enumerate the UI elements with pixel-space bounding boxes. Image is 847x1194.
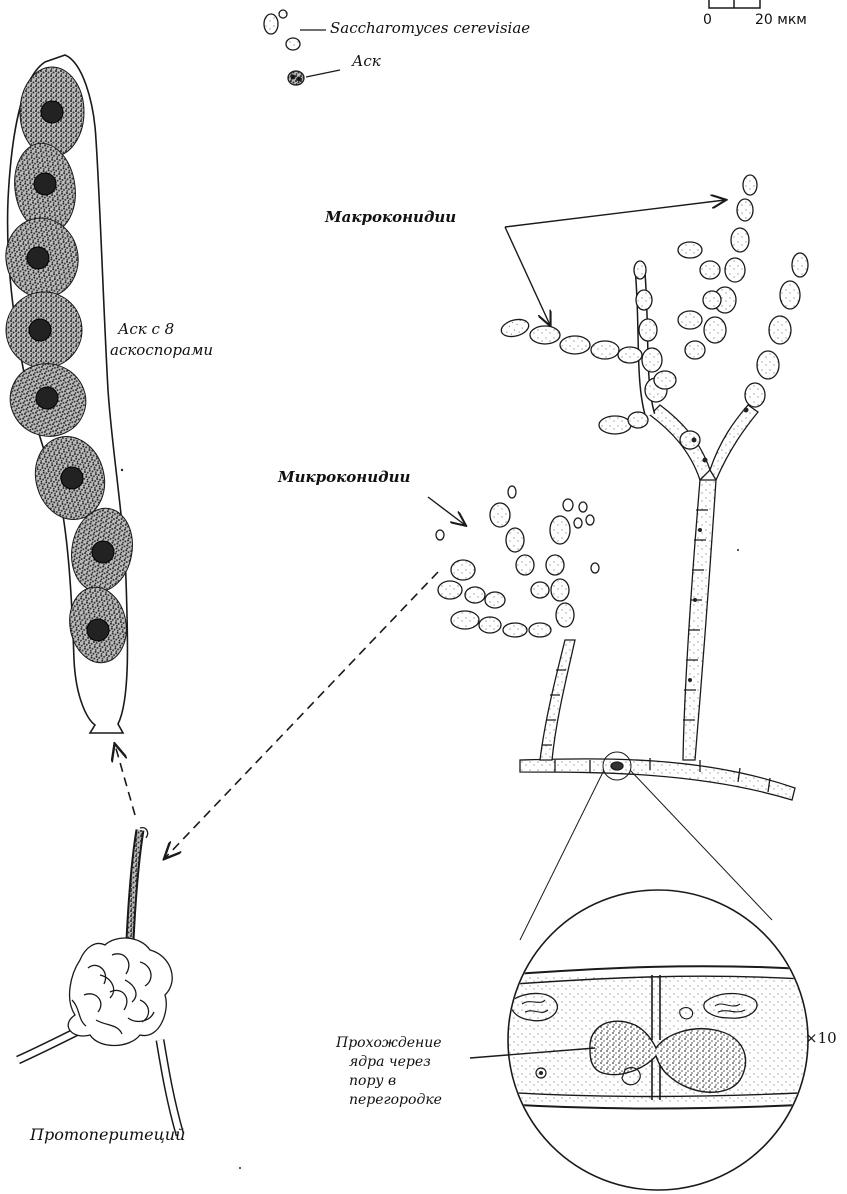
label-microconidia: Микроконидии bbox=[278, 468, 411, 486]
label-ask-8-line2: аскоспорами bbox=[110, 341, 214, 359]
scale-value: 20 мкм bbox=[755, 12, 807, 28]
label-macroconidia: Макроконидии bbox=[325, 208, 457, 226]
protoperithecium bbox=[16, 826, 185, 1137]
macroconidiophore bbox=[500, 174, 809, 761]
yeast-cells bbox=[263, 9, 341, 86]
scale-zero: 0 bbox=[703, 12, 712, 28]
label-nucleus-line1: Прохождение bbox=[336, 1035, 442, 1051]
label-magnification: ×10 bbox=[805, 1029, 837, 1047]
label-nucleus-line3: пору в bbox=[349, 1073, 397, 1089]
macroconidia-pointers bbox=[427, 200, 725, 525]
zoom-lines bbox=[519, 769, 773, 941]
label-ask-top: Аск bbox=[352, 52, 381, 70]
label-ask-8-line1: Аск с 8 bbox=[118, 320, 175, 338]
scale-bar bbox=[708, 0, 761, 9]
dashed-arrows bbox=[115, 571, 439, 858]
microconidiophore bbox=[435, 485, 600, 761]
label-nucleus-line2: ядра через bbox=[349, 1054, 431, 1070]
label-saccharomyces: Saccharomyces cerevisiae bbox=[330, 19, 531, 37]
ascus-with-ascospores bbox=[5, 54, 133, 734]
magnified-view bbox=[469, 889, 809, 1191]
label-nucleus-line4: перегородке bbox=[349, 1092, 442, 1108]
label-protoperithecium: Протоперитеций bbox=[30, 1125, 186, 1144]
main-hypha bbox=[519, 751, 796, 801]
